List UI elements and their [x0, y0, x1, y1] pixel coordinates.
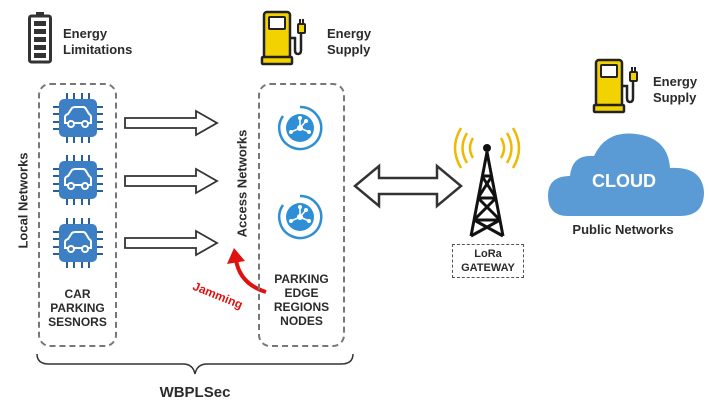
antenna-tower-icon — [453, 127, 521, 238]
caption-line: EDGE — [284, 286, 319, 300]
gateway-line1: LoRa — [474, 248, 502, 260]
cloud-icon — [548, 133, 704, 216]
energy-supply-right-line1: Energy — [653, 74, 698, 89]
cloud-label: CLOUD — [592, 171, 656, 191]
energy-limitations-line1: Energy — [63, 26, 108, 41]
arrow-right-icon — [124, 167, 219, 195]
gateway-line2: GATEWAY — [461, 262, 515, 274]
energy-supply-left-line1: Energy — [327, 26, 372, 41]
arrow-right-icon — [124, 229, 219, 257]
energy-supply-label-left: Energy Supply — [327, 26, 371, 58]
fuel-pump-icon — [592, 58, 638, 114]
network-node-icon — [278, 194, 323, 240]
car-parking-sensors-caption: CAR PARKING SESNORS — [38, 287, 117, 329]
caption-line: PARKING — [274, 272, 329, 286]
energy-supply-right-line2: Supply — [653, 90, 697, 105]
car-chip-icon — [53, 155, 103, 205]
jamming-arrow-icon — [227, 248, 267, 294]
battery-icon — [28, 12, 52, 64]
arrow-right-icon — [124, 109, 219, 137]
caption-line: SESNORS — [48, 315, 107, 329]
caption-line: NODES — [280, 314, 323, 328]
energy-supply-label-right: Energy Supply — [653, 74, 697, 106]
energy-limitations-label: Energy Limitations — [63, 26, 132, 58]
edge-nodes-caption: PARKING EDGE REGIONS NODES — [258, 272, 345, 328]
access-networks-box — [258, 83, 345, 347]
energy-limitations-line2: Limitations — [63, 42, 133, 57]
energy-supply-left-line2: Supply — [327, 42, 371, 57]
fuel-pump-icon — [260, 10, 306, 66]
local-networks-box — [38, 83, 117, 347]
caption-line: REGIONS — [273, 300, 330, 314]
double-arrow-icon — [353, 163, 463, 209]
bottom-brace — [36, 353, 354, 375]
car-chip-icon — [53, 218, 103, 268]
caption-line: PARKING — [50, 301, 105, 315]
wbplsec-label: WBPLSec — [159, 384, 231, 401]
public-networks-label: Public Networks — [572, 222, 674, 237]
network-node-icon — [278, 105, 323, 151]
access-networks-label: Access Networks — [234, 129, 250, 238]
lora-gateway-label: LoRa GATEWAY — [452, 244, 524, 278]
caption-line: CAR — [64, 287, 91, 301]
local-networks-label: Local Networks — [15, 152, 31, 249]
car-chip-icon — [53, 93, 103, 143]
